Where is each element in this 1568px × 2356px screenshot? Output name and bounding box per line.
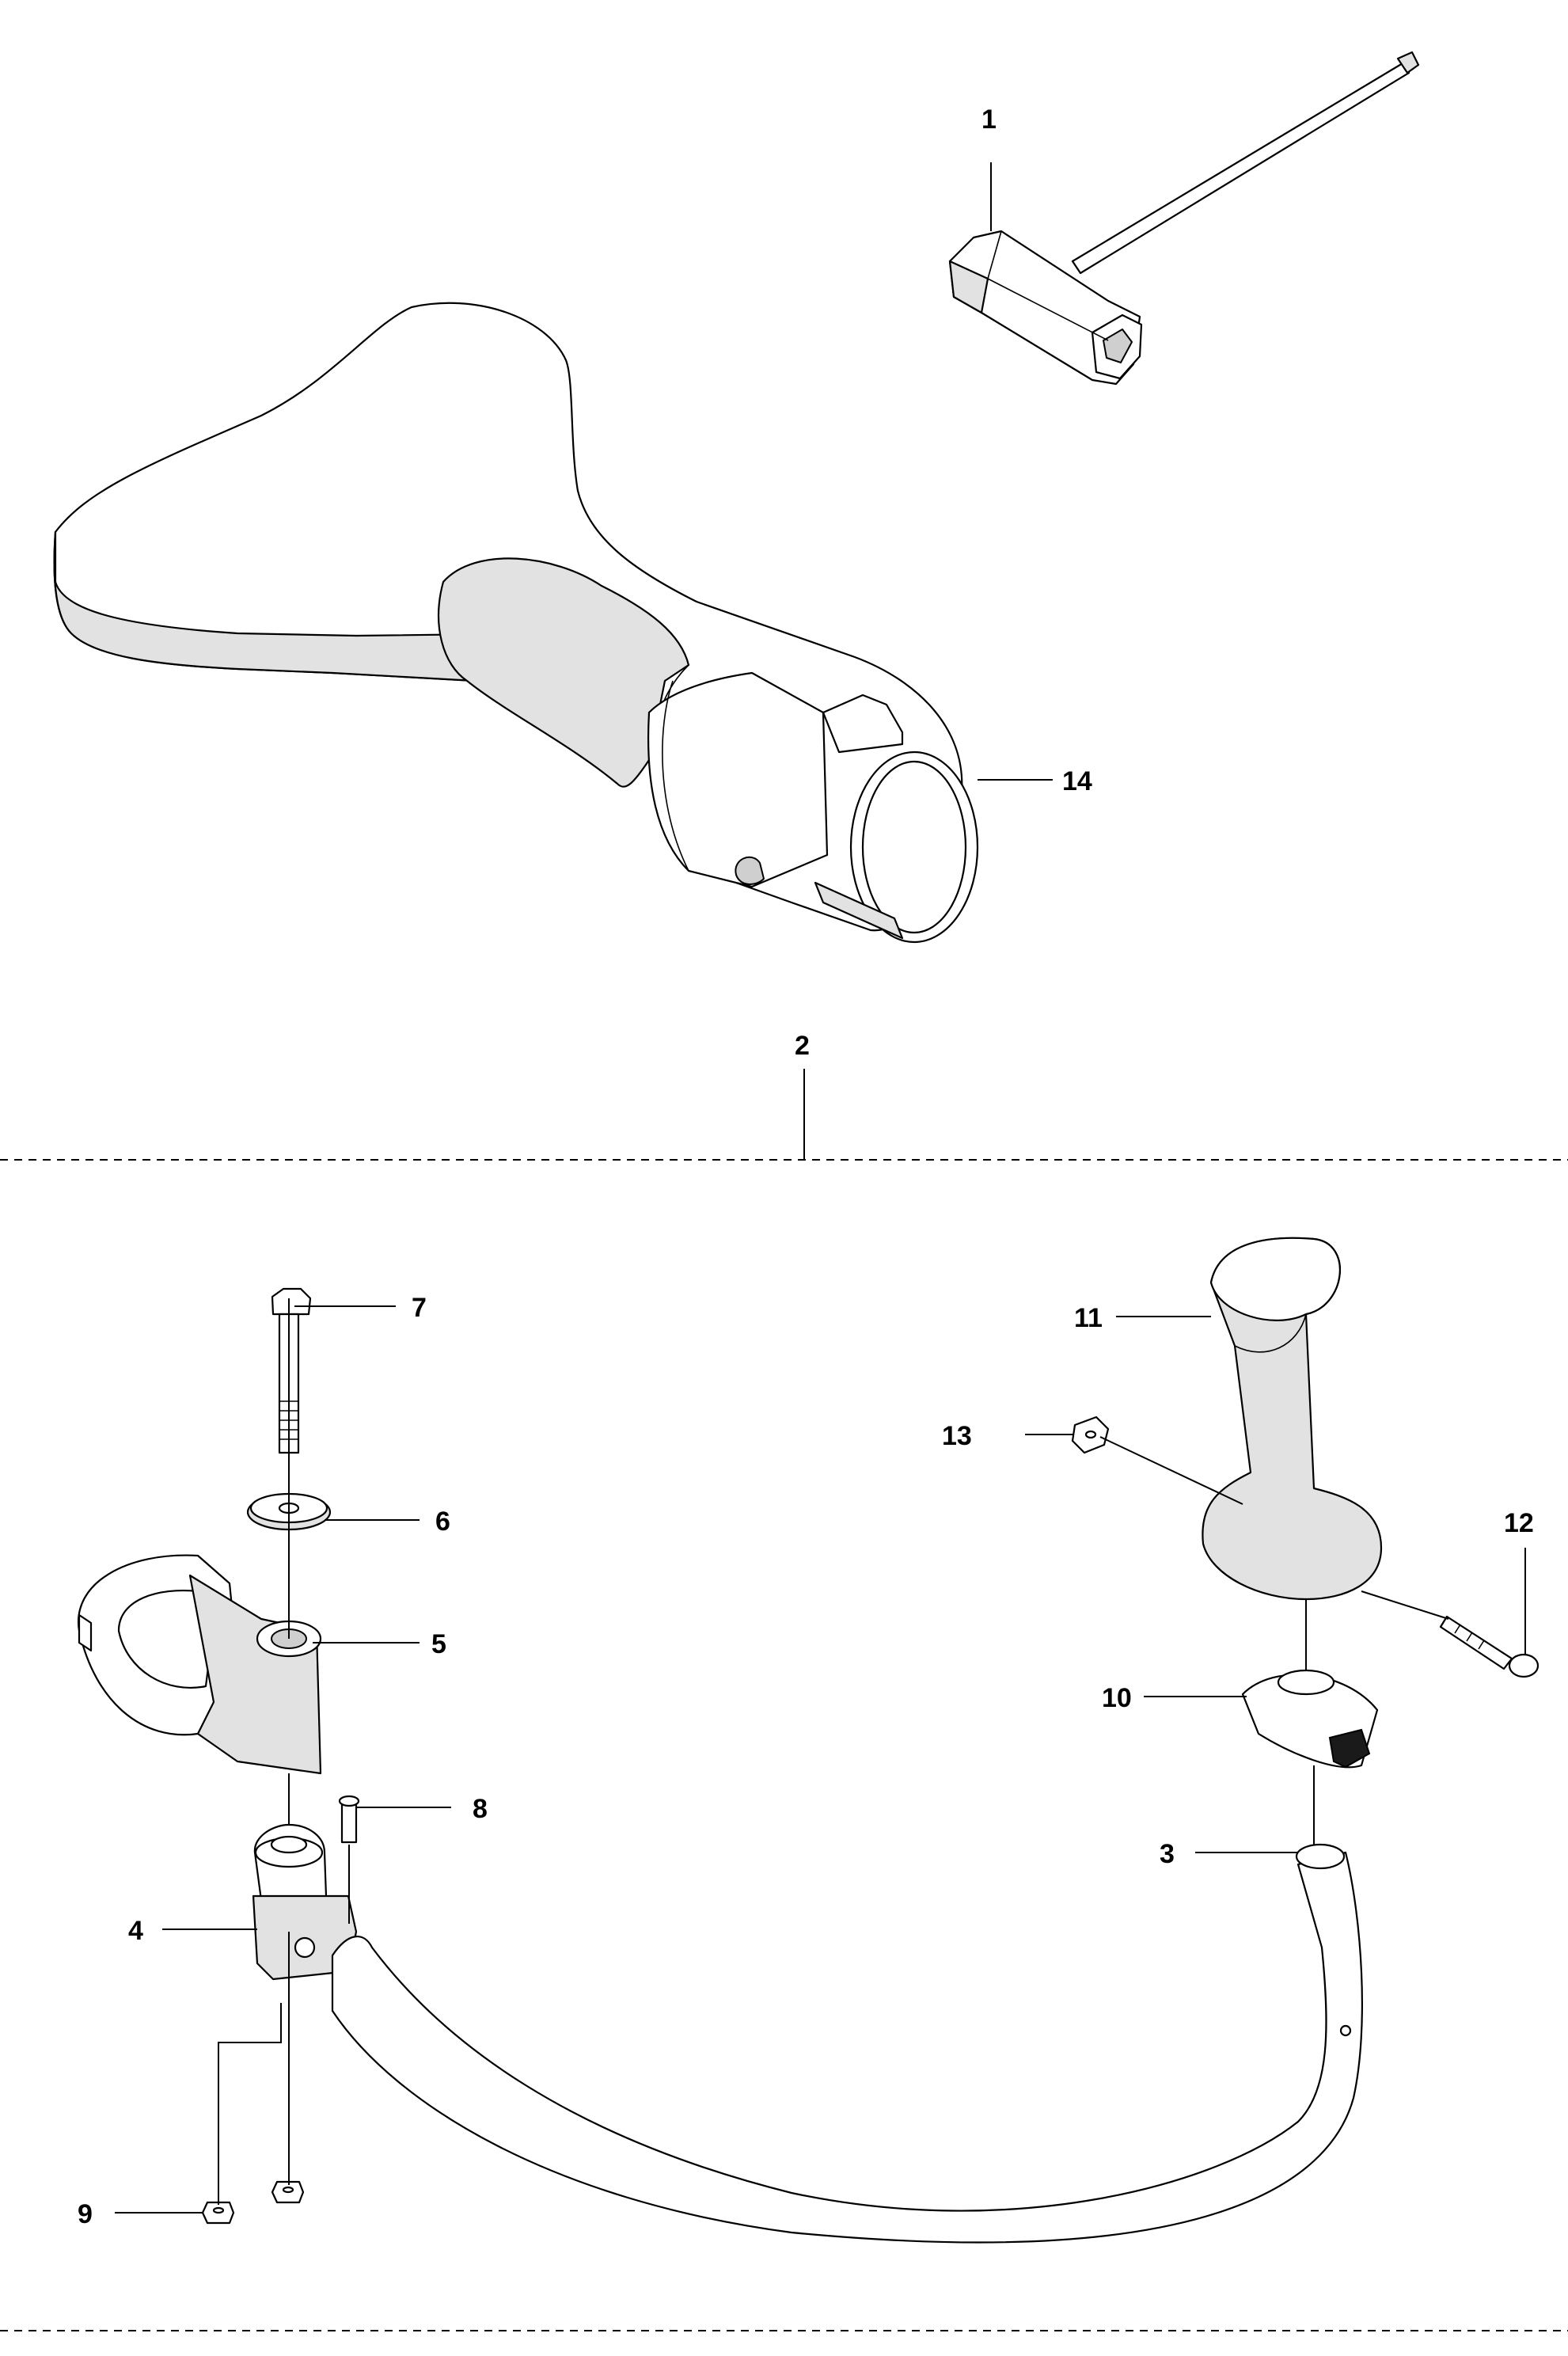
callout-10: 10 [1102, 1683, 1132, 1713]
callout-2: 2 [795, 1031, 810, 1061]
part-9-nut [201, 2180, 305, 2225]
part-13-nut [1071, 1416, 1110, 1454]
callout-11: 11 [1074, 1303, 1103, 1333]
part-4-handle-bracket [252, 1823, 358, 1981]
part-14-blade-guard [53, 302, 979, 944]
part-8-screw [338, 1795, 360, 1844]
part-11-grip [1202, 1237, 1383, 1601]
callout-8: 8 [473, 1794, 488, 1824]
assembly-lines [218, 1298, 1449, 2205]
callout-14: 14 [1062, 766, 1092, 796]
callout-3: 3 [1160, 1839, 1175, 1869]
callout-leaders [115, 162, 1526, 2214]
callout-9: 9 [78, 2199, 93, 2229]
callout-6: 6 [435, 1507, 450, 1537]
callout-4: 4 [128, 1916, 143, 1946]
callout-13: 13 [942, 1421, 972, 1451]
part-5-clamp [77, 1554, 322, 1775]
part-10-base-plate [1241, 1669, 1379, 1769]
callout-1: 1 [981, 104, 997, 135]
part-1-t-wrench [948, 51, 1420, 386]
callout-12: 12 [1504, 1508, 1534, 1538]
callout-5: 5 [431, 1629, 446, 1659]
part-3-loop-handle [331, 1843, 1363, 2244]
part-12-screw [1439, 1615, 1540, 1678]
part-7-bolt [271, 1287, 312, 1454]
callout-7: 7 [412, 1293, 427, 1323]
